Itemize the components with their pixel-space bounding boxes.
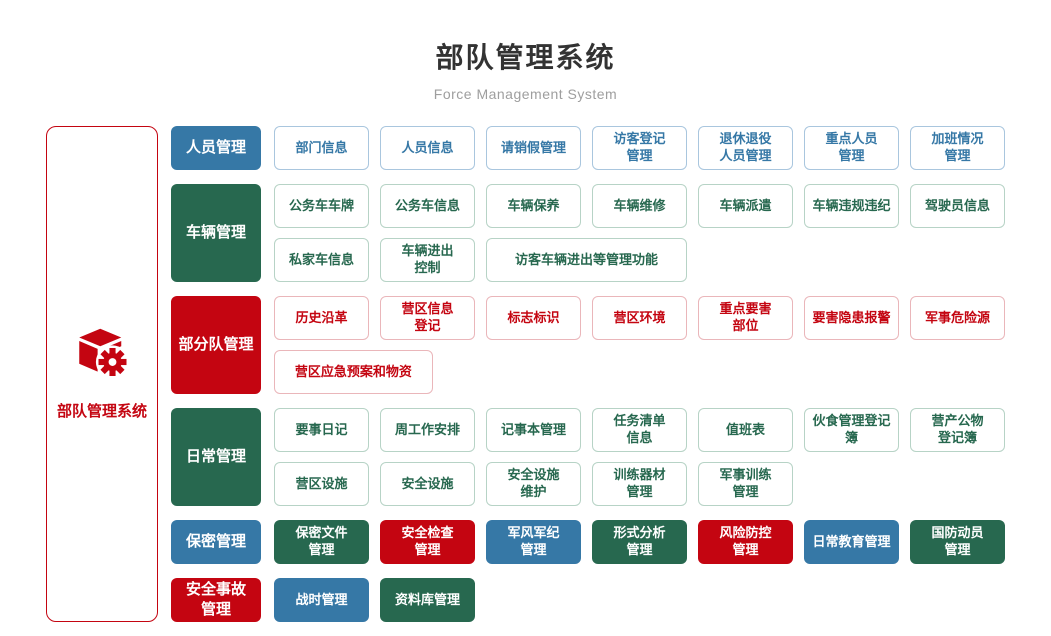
header: 部队管理系统 Force Management System [0, 0, 1051, 102]
module-box: 形式分析 管理 [592, 520, 687, 564]
module-box: 历史沿革 [274, 296, 369, 340]
category-block: 车辆管理 [171, 184, 261, 282]
module-box: 部门信息 [274, 126, 369, 170]
module-box: 伙食管理登记簿 [804, 408, 899, 452]
module-box: 安全设施 [380, 462, 475, 506]
category-block: 部分队管理 [171, 296, 261, 394]
module-box: 车辆派遣 [698, 184, 793, 228]
module-box: 营产公物 登记簿 [910, 408, 1005, 452]
category-row: 人员管理部门信息人员信息请销假管理访客登记 管理退休退役 人员管理重点人员 管理… [171, 126, 1005, 170]
system-root-card: 部队管理系统 [46, 126, 158, 622]
module-box: 加班情况 管理 [910, 126, 1005, 170]
module-box: 风险防控 管理 [698, 520, 793, 564]
category-row: 部分队管理历史沿革营区信息 登记标志标识营区环境重点要害 部位要害隐患报警军事危… [171, 296, 1005, 394]
module-box: 战时管理 [274, 578, 369, 622]
module-box: 营区设施 [274, 462, 369, 506]
module-box: 营区应急预案和物资 [274, 350, 433, 394]
module-box: 重点要害 部位 [698, 296, 793, 340]
page-subtitle: Force Management System [433, 86, 618, 102]
module-box: 值班表 [698, 408, 793, 452]
module-box: 车辆维修 [592, 184, 687, 228]
module-box: 要害隐患报警 [804, 296, 899, 340]
module-box: 营区信息 登记 [380, 296, 475, 340]
module-box: 军事危险源 [910, 296, 1005, 340]
module-box: 标志标识 [486, 296, 581, 340]
module-box: 公务车信息 [380, 184, 475, 228]
module-rows: 人员管理部门信息人员信息请销假管理访客登记 管理退休退役 人员管理重点人员 管理… [171, 126, 1005, 622]
category-row: 保密管理保密文件 管理安全检查 管理军风军纪 管理形式分析 管理风险防控 管理日… [171, 520, 1005, 564]
module-box: 车辆违规违纪 [804, 184, 899, 228]
module-box: 退休退役 人员管理 [698, 126, 793, 170]
module-grid: 战时管理资料库管理 [274, 578, 1005, 622]
module-grid: 部门信息人员信息请销假管理访客登记 管理退休退役 人员管理重点人员 管理加班情况… [274, 126, 1005, 170]
module-box: 周工作安排 [380, 408, 475, 452]
module-grid: 保密文件 管理安全检查 管理军风军纪 管理形式分析 管理风险防控 管理日常教育管… [274, 520, 1005, 564]
module-box: 重点人员 管理 [804, 126, 899, 170]
system-root-label: 部队管理系统 [56, 403, 147, 420]
module-box: 记事本管理 [486, 408, 581, 452]
category-row: 安全事故 管理战时管理资料库管理 [171, 578, 1005, 622]
module-box: 请销假管理 [486, 126, 581, 170]
module-box: 要事日记 [274, 408, 369, 452]
module-box: 访客登记 管理 [592, 126, 687, 170]
category-block: 保密管理 [171, 520, 261, 564]
module-box: 公务车车牌 [274, 184, 369, 228]
category-block: 安全事故 管理 [171, 578, 261, 622]
module-box: 访客车辆进出等管理功能 [486, 238, 687, 282]
module-box: 安全设施 维护 [486, 462, 581, 506]
module-box: 私家车信息 [274, 238, 369, 282]
page-title: 部队管理系统 [435, 42, 616, 73]
module-box: 驾驶员信息 [910, 184, 1005, 228]
module-box: 人员信息 [380, 126, 475, 170]
module-grid: 要事日记周工作安排记事本管理任务清单 信息值班表伙食管理登记簿营产公物 登记簿营… [274, 408, 1005, 506]
module-box: 日常教育管理 [804, 520, 899, 564]
module-box: 资料库管理 [380, 578, 475, 622]
module-box: 车辆保养 [486, 184, 581, 228]
module-box: 国防动员 管理 [910, 520, 1005, 564]
category-row: 车辆管理公务车车牌公务车信息车辆保养车辆维修车辆派遣车辆违规违纪驾驶员信息私家车… [171, 184, 1005, 282]
module-grid: 历史沿革营区信息 登记标志标识营区环境重点要害 部位要害隐患报警军事危险源营区应… [274, 296, 1005, 394]
module-box: 营区环境 [592, 296, 687, 340]
category-block: 人员管理 [171, 126, 261, 170]
module-box: 安全检查 管理 [380, 520, 475, 564]
module-box: 保密文件 管理 [274, 520, 369, 564]
category-row: 日常管理要事日记周工作安排记事本管理任务清单 信息值班表伙食管理登记簿营产公物 … [171, 408, 1005, 506]
category-block: 日常管理 [171, 408, 261, 506]
module-box: 训练器材 管理 [592, 462, 687, 506]
module-box: 任务清单 信息 [592, 408, 687, 452]
module-box: 车辆进出 控制 [380, 238, 475, 282]
module-grid: 公务车车牌公务车信息车辆保养车辆维修车辆派遣车辆违规违纪驾驶员信息私家车信息车辆… [274, 184, 1005, 282]
module-box: 军事训练 管理 [698, 462, 793, 506]
content: 部队管理系统 人员管理部门信息人员信息请销假管理访客登记 管理退休退役 人员管理… [46, 126, 1005, 622]
cube-gear-icon [74, 327, 130, 388]
module-box: 军风军纪 管理 [486, 520, 581, 564]
